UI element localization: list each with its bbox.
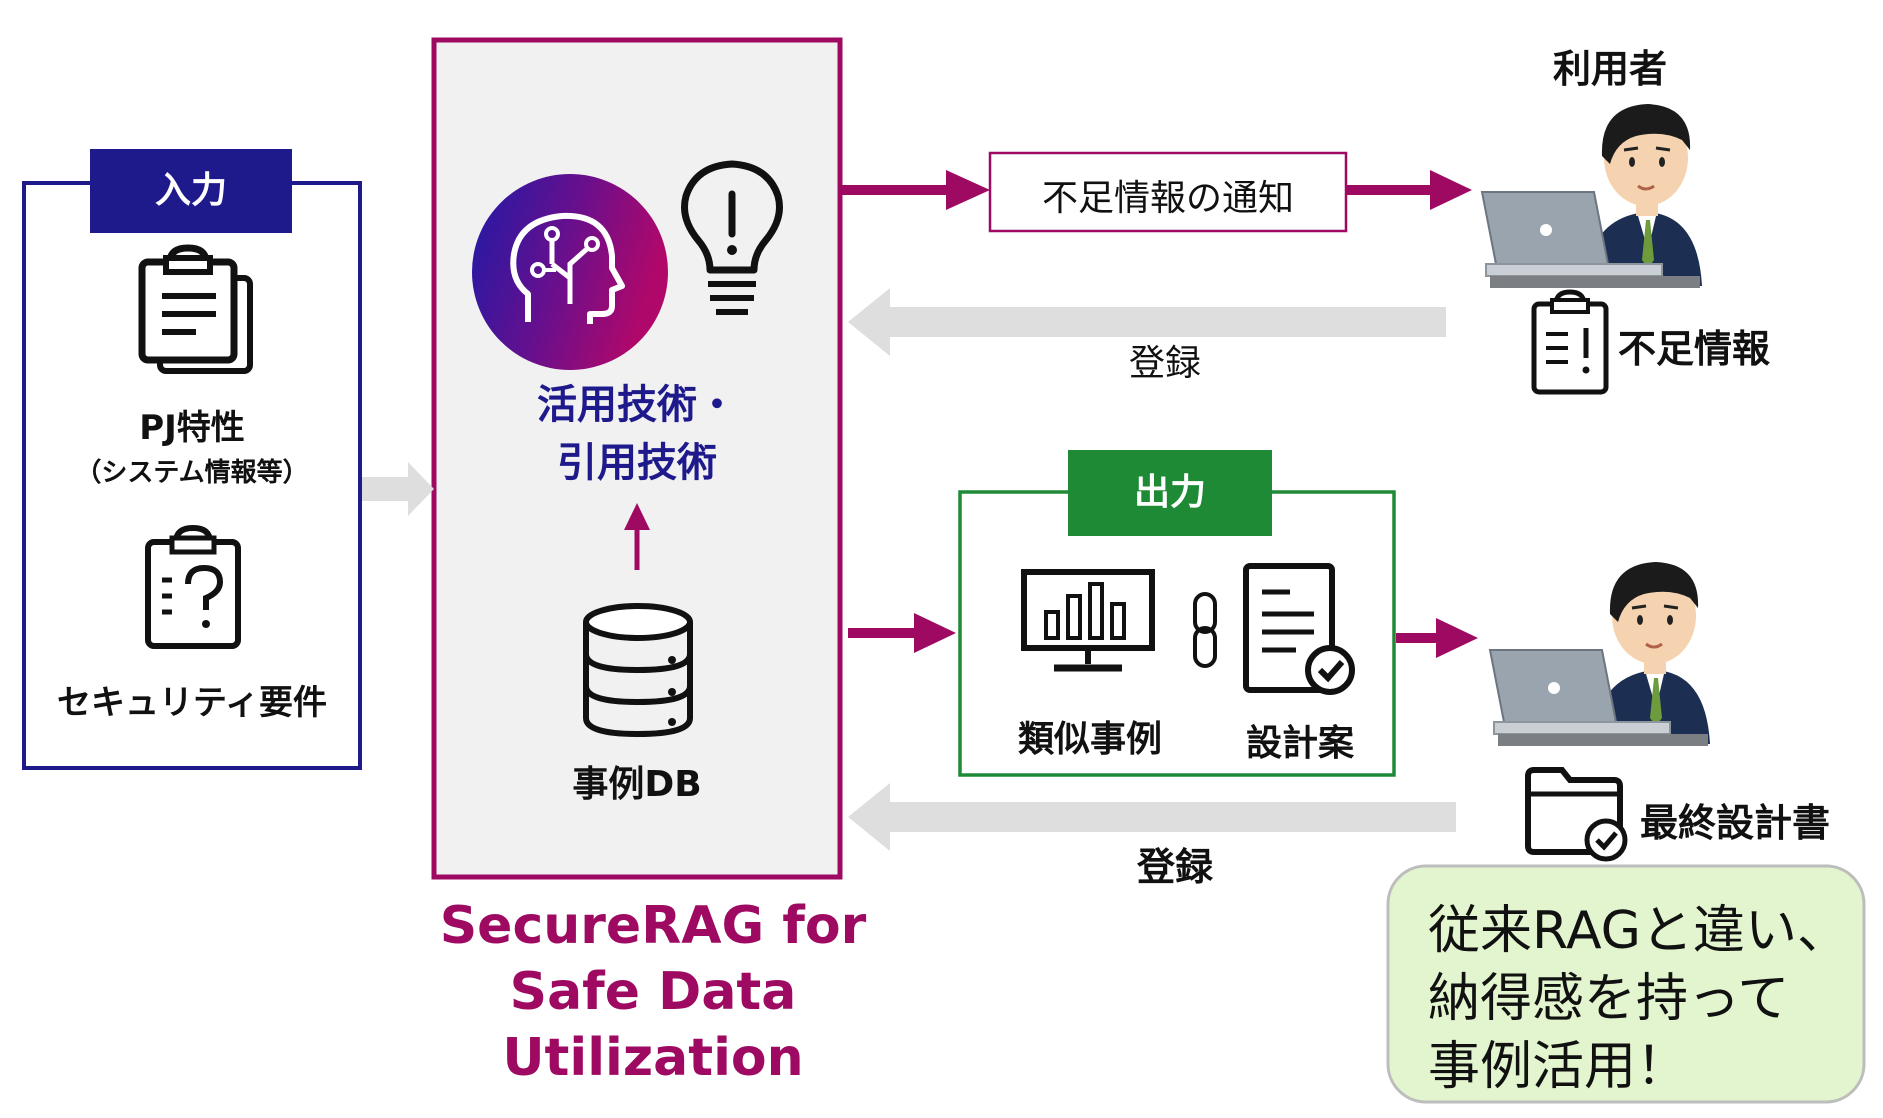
input-header: 入力 (90, 149, 292, 233)
lightbulb-icon (681, 160, 783, 315)
database-icon (583, 603, 693, 738)
product-caption-line3: Utilization (502, 1028, 804, 1088)
notice-label: 不足情報の通知 (1041, 178, 1294, 219)
arrow-input-to-core (362, 462, 434, 516)
clipboard-question-icon (145, 524, 241, 649)
clipboard-icon (138, 244, 253, 374)
product-caption-line2: Safe Data (509, 962, 797, 1022)
document-check-icon (1243, 563, 1355, 695)
system-info-label: （システム情報等） (75, 458, 309, 488)
output-header: 出力 (1068, 450, 1272, 536)
arrow-core-to-output (848, 613, 956, 653)
user-label: 利用者 (1552, 47, 1667, 91)
arrow-notice-to-user (1346, 170, 1472, 210)
product-caption-line1: SecureRAG for (439, 896, 867, 956)
register-label-bottom: 登録 (1136, 845, 1213, 889)
final-design-doc-label: 最終設計書 (1640, 801, 1831, 845)
ai-brain-icon (472, 174, 668, 370)
clipboard-alert-icon (1531, 289, 1609, 395)
arrow-register-bottom (848, 783, 1456, 851)
similar-cases-label: 類似事例 (1017, 719, 1162, 760)
callout-line3: 事例活用！ (1428, 1037, 1689, 1097)
monitor-chart-icon (1021, 569, 1155, 672)
arrow-register-top (848, 288, 1446, 356)
design-draft-label: 設計案 (1245, 723, 1354, 764)
register-label-top: 登録 (1128, 343, 1201, 384)
arrow-db-to-tech (624, 503, 650, 570)
callout-line2: 納得感を持って (1428, 969, 1790, 1029)
callout-box (1386, 864, 1866, 1104)
tech-label-line1: 活用技術・ (537, 382, 737, 428)
user-at-laptop-icon (1480, 104, 1702, 288)
pj-characteristics-label: PJ特性 (139, 408, 245, 448)
user-at-laptop-icon-2 (1488, 562, 1710, 746)
missing-info-label: 不足情報 (1618, 327, 1771, 371)
link-icon (1193, 592, 1217, 668)
security-requirements-label: セキュリティ要件 (57, 683, 327, 723)
case-db-label: 事例DB (572, 764, 702, 805)
folder-check-icon (1525, 767, 1628, 862)
arrow-output-to-user (1396, 618, 1478, 658)
tech-label-line2: 引用技術 (557, 440, 717, 486)
callout-line1: 従来RAGと違い、 (1428, 901, 1849, 961)
arrow-core-to-notice (842, 170, 990, 210)
